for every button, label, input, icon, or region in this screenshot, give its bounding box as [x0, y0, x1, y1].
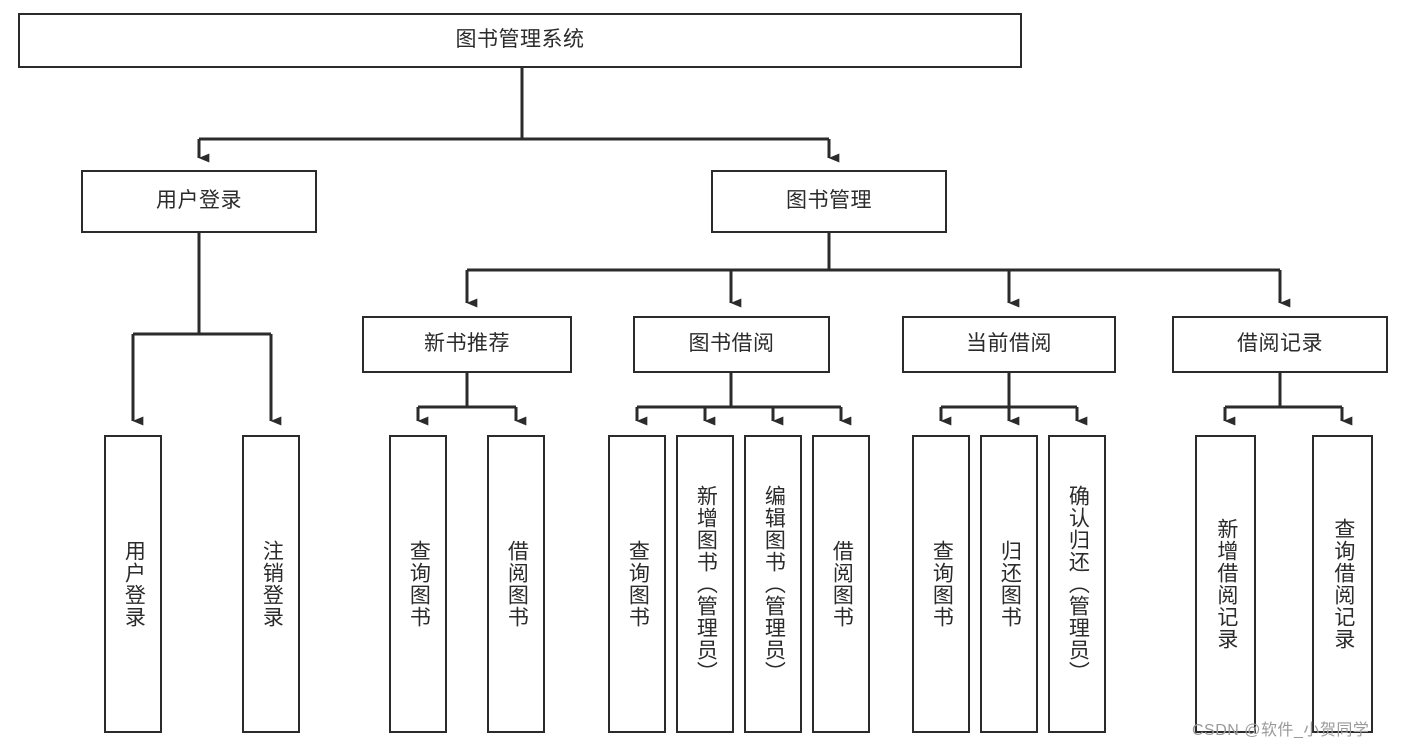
leaf-current-confirm-return-admin[interactable]: 确认归还（管理员）	[1048, 435, 1106, 733]
node-label: 图书管理	[786, 189, 872, 213]
node-root-system[interactable]: 图书管理系统	[18, 13, 1022, 68]
node-label: 编辑图书（管理员）	[762, 485, 786, 683]
node-label: 用户登录	[156, 189, 242, 213]
leaf-record-query-record[interactable]: 查询借阅记录	[1312, 435, 1373, 733]
leaf-borrow-add-book-admin[interactable]: 新增图书（管理员）	[676, 435, 734, 733]
node-label: 借阅图书	[830, 540, 854, 628]
node-label: 图书管理系统	[455, 28, 585, 52]
node-current-borrow[interactable]: 当前借阅	[902, 316, 1116, 373]
node-book-borrow[interactable]: 图书借阅	[633, 316, 830, 373]
leaf-user-login-signout[interactable]: 注销登录	[242, 435, 300, 733]
leaf-borrow-borrow-book[interactable]: 借阅图书	[812, 435, 870, 733]
node-label: 注销登录	[260, 540, 284, 628]
node-label: 查询图书	[407, 540, 431, 628]
node-book-management[interactable]: 图书管理	[711, 170, 947, 233]
node-label: 新增图书（管理员）	[694, 485, 718, 683]
leaf-borrow-query-book[interactable]: 查询图书	[608, 435, 666, 733]
leaf-current-return-book[interactable]: 归还图书	[980, 435, 1038, 733]
leaf-user-login-signin[interactable]: 用户登录	[104, 435, 162, 733]
node-label: 查询图书	[930, 540, 954, 628]
node-label: 新增借阅记录	[1214, 518, 1238, 650]
node-user-login[interactable]: 用户登录	[81, 170, 317, 233]
csdn-watermark: CSDN @软件_小贺同学	[1192, 722, 1370, 739]
node-label: 新书推荐	[424, 332, 510, 356]
leaf-record-add-record[interactable]: 新增借阅记录	[1195, 435, 1256, 733]
node-label: 确认归还（管理员）	[1066, 485, 1090, 683]
node-label: 借阅图书	[505, 540, 529, 628]
node-label: 用户登录	[122, 540, 146, 628]
node-label: 当前借阅	[966, 332, 1052, 356]
leaf-recommend-borrow-book[interactable]: 借阅图书	[487, 435, 545, 733]
node-label: 借阅记录	[1237, 332, 1323, 356]
leaf-borrow-edit-book-admin[interactable]: 编辑图书（管理员）	[744, 435, 802, 733]
node-label: 归还图书	[998, 540, 1022, 628]
node-borrow-record[interactable]: 借阅记录	[1172, 316, 1388, 373]
leaf-recommend-query-book[interactable]: 查询图书	[389, 435, 447, 733]
node-new-book-recommend[interactable]: 新书推荐	[362, 316, 572, 373]
leaf-current-query-book[interactable]: 查询图书	[912, 435, 970, 733]
node-label: 查询借阅记录	[1331, 518, 1355, 650]
node-label: 查询图书	[626, 540, 650, 628]
node-label: 图书借阅	[688, 332, 775, 356]
